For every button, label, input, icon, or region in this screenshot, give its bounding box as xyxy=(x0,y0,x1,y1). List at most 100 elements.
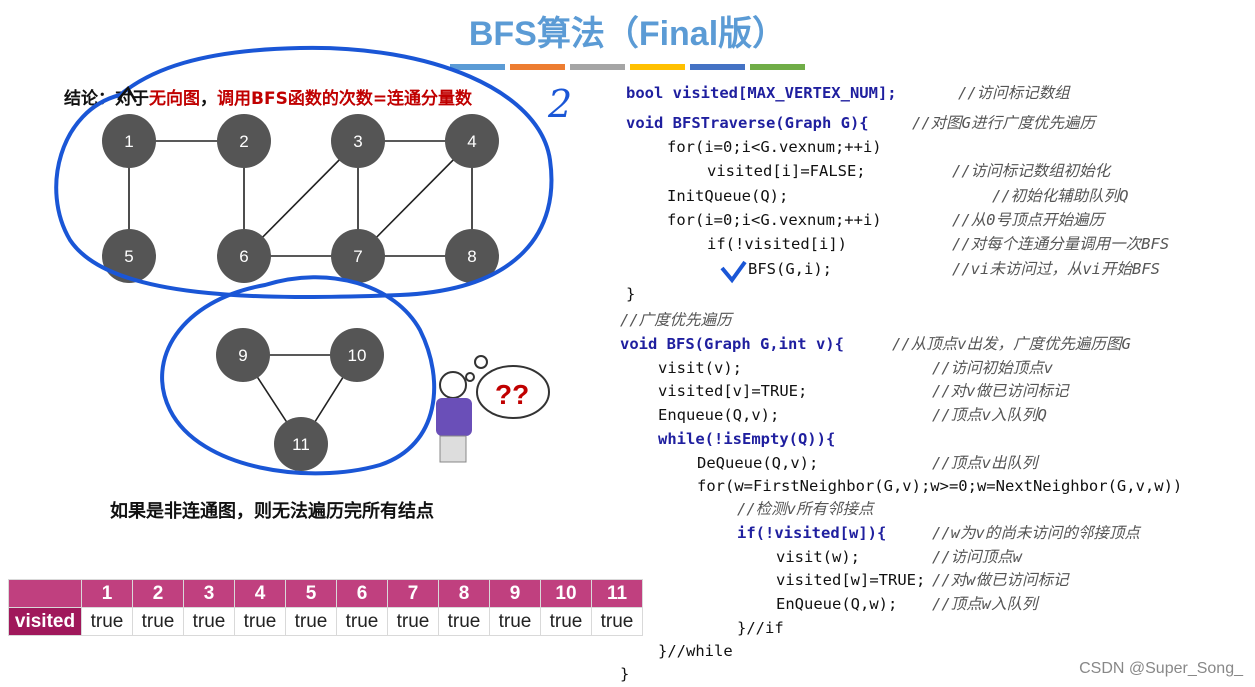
handwritten-count: 2 xyxy=(547,82,572,126)
code-comment-22: //顶点w入队列 xyxy=(932,595,1038,613)
code-comment-19: //w为v的尚未访问的邻接顶点 xyxy=(932,524,1140,542)
code-line-13: visited[v]=TRUE; xyxy=(658,382,808,400)
visited-value-6: true xyxy=(336,607,388,636)
code-line-23: }//if xyxy=(737,619,784,637)
code-line-11: void BFS(Graph G,int v){ xyxy=(620,333,844,357)
visited-value-7: true xyxy=(387,607,439,636)
graph-node-11: 11 xyxy=(274,417,328,471)
graph-node-1: 1 xyxy=(102,114,156,168)
graph-node-circle xyxy=(331,229,385,283)
graph-node-circle xyxy=(102,229,156,283)
graph-node-circle xyxy=(216,328,270,382)
visited-index-1: 1 xyxy=(81,579,133,608)
code-line-17: for(w=FirstNeighbor(G,v);w>=0;w=NextNeig… xyxy=(697,477,1183,495)
visited-index-2: 2 xyxy=(132,579,184,608)
code-comment-12: //访问初始顶点v xyxy=(932,359,1053,377)
visited-table-corner xyxy=(8,579,82,608)
graph-node-label: 2 xyxy=(239,132,248,151)
code-line-25: } xyxy=(620,665,630,683)
visited-value-3: true xyxy=(183,607,235,636)
graph-node-5: 5 xyxy=(102,229,156,283)
code-comment-7: //对每个连通分量调用一次BFS xyxy=(952,235,1170,253)
graph-node-label: 6 xyxy=(239,247,248,266)
visited-value-2: true xyxy=(132,607,184,636)
arrow-mark xyxy=(117,85,138,103)
graph-node-circle xyxy=(445,114,499,168)
visited-value-8: true xyxy=(438,607,490,636)
code-comment-20: //访问顶点w xyxy=(932,548,1022,566)
graph-node-9: 9 xyxy=(216,328,270,382)
graph-node-circle xyxy=(217,114,271,168)
title-color-bar xyxy=(630,64,685,70)
component-circle-1 xyxy=(54,45,554,299)
code-comment-8: //vi未访问过，从vi开始BFS xyxy=(952,260,1160,278)
code-text: if(!visited[w]){ xyxy=(737,524,887,542)
conclusion-undirected-graph: 无向图 xyxy=(149,89,200,109)
code-comment-21: //对w做已访问标记 xyxy=(932,571,1069,589)
visited-index-7: 7 xyxy=(387,579,439,608)
graph-node-label: 4 xyxy=(467,132,476,151)
code-text: bool visited[MAX_VERTEX_NUM]; xyxy=(626,84,897,102)
title-color-bars xyxy=(450,64,810,70)
graph-node-label: 5 xyxy=(124,247,133,266)
person-head xyxy=(439,371,467,399)
graph-node-label: 8 xyxy=(467,247,476,266)
code-line-14: Enqueue(Q,v); xyxy=(658,406,780,424)
disconnected-graph-note: 如果是非连通图，则无法遍历完所有结点 xyxy=(110,501,434,522)
thought-bubble xyxy=(476,365,550,419)
code-line-18: //检测v所有邻接点 xyxy=(737,500,874,518)
code-comment-16: //顶点v出队列 xyxy=(932,454,1038,472)
code-line-8: BFS(G,i); xyxy=(748,260,832,278)
visited-index-4: 4 xyxy=(234,579,286,608)
code-line-4: visited[i]=FALSE; xyxy=(707,162,866,180)
code-comment-14: //顶点v入队列Q xyxy=(932,406,1047,424)
code-line-5: InitQueue(Q); xyxy=(667,187,789,205)
code-comment-5: //初始化辅助队列Q xyxy=(992,187,1129,205)
visited-index-11: 11 xyxy=(591,579,643,608)
code-text: void BFS(Graph G,int v){ xyxy=(620,335,844,353)
code-line-1: bool visited[MAX_VERTEX_NUM]; xyxy=(626,82,897,106)
graph-node-circle xyxy=(331,114,385,168)
code-comment-6: //从0号顶点开始遍历 xyxy=(952,211,1104,229)
visited-index-8: 8 xyxy=(438,579,490,608)
visited-value-1: true xyxy=(81,607,133,636)
code-text: void BFSTraverse(Graph G){ xyxy=(626,114,869,132)
visited-value-9: true xyxy=(489,607,541,636)
check-mark xyxy=(720,260,747,284)
code-line-22: EnQueue(Q,w); xyxy=(776,595,898,613)
code-comment-4: //访问标记数组初始化 xyxy=(952,162,1111,180)
code-comment-13: //对v做已访问标记 xyxy=(932,382,1069,400)
visited-index-9: 9 xyxy=(489,579,541,608)
graph-node-7: 7 xyxy=(331,229,385,283)
code-line-12: visit(v); xyxy=(658,359,742,377)
person-legs xyxy=(439,435,467,463)
code-line-2: void BFSTraverse(Graph G){ xyxy=(626,112,869,136)
visited-value-5: true xyxy=(285,607,337,636)
code-comment-1: //访问标记数组 xyxy=(958,84,1070,102)
page-title: BFS算法（Final版） xyxy=(468,15,787,53)
code-line-20: visit(w); xyxy=(776,548,860,566)
code-line-16: DeQueue(Q,v); xyxy=(697,454,819,472)
graph-node-6: 6 xyxy=(217,229,271,283)
watermark: CSDN @Super_Song_ xyxy=(1079,660,1243,677)
title-color-bar xyxy=(750,64,805,70)
graph-node-label: 9 xyxy=(238,346,247,365)
graph-node-label: 1 xyxy=(124,132,133,151)
visited-value-4: true xyxy=(234,607,286,636)
conclusion-comma: ， xyxy=(200,89,217,109)
code-line-6: for(i=0;i<G.vexnum;++i) xyxy=(667,211,882,229)
graph-node-10: 10 xyxy=(330,328,384,382)
code-comment-2: //对图G进行广度优先遍历 xyxy=(912,114,1095,132)
visited-index-3: 3 xyxy=(183,579,235,608)
code-line-9: } xyxy=(626,285,636,303)
question-marks: ?? xyxy=(495,379,529,410)
graph-node-circle xyxy=(217,229,271,283)
code-line-7: if(!visited[i]) xyxy=(707,235,847,253)
graph-node-circle xyxy=(274,417,328,471)
thinking-person-illustration: ?? xyxy=(436,355,550,463)
title-color-bar xyxy=(570,64,625,70)
component-circle-2 xyxy=(160,275,437,476)
